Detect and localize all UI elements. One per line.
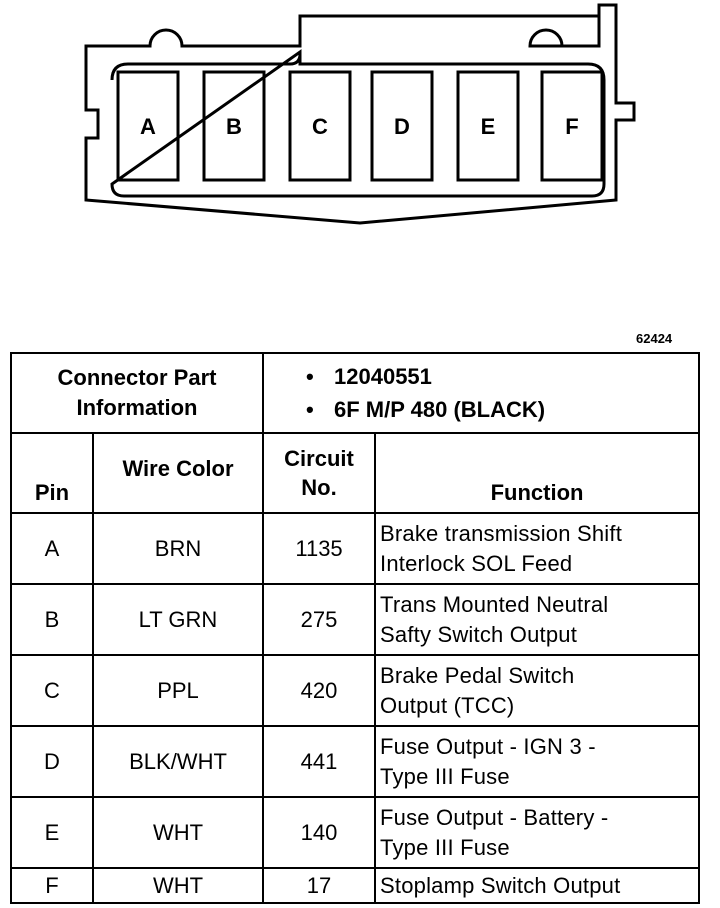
function-cell: Fuse Output - IGN 3 - Type III Fuse	[374, 725, 701, 798]
function-line2: Safty Switch Output	[380, 621, 578, 647]
circuit-cell: 17	[262, 867, 377, 904]
part-number-item: • 12040551	[306, 360, 698, 393]
circuit-cell: 1135	[262, 512, 377, 585]
pin-label-b: B	[226, 114, 242, 139]
pin-cavity-f	[540, 70, 604, 182]
connector-part-label-line2: Information	[76, 395, 198, 420]
wire-color-cell: BRN	[91, 512, 265, 585]
wire-color-cell: BLK/WHT	[91, 725, 265, 798]
part-description: 6F M/P 480 (BLACK)	[334, 397, 546, 422]
pin-cell: A	[10, 512, 94, 585]
wire-color-cell: WHT	[91, 796, 265, 869]
function-line1: Fuse Output - Battery -	[380, 804, 609, 830]
function-line1: Fuse Output - IGN 3 -	[380, 733, 596, 759]
function-line2: Type III Fuse	[380, 834, 510, 860]
connector-part-label-line1: Connector Part	[57, 365, 217, 390]
pin-cavity-e	[456, 70, 520, 182]
part-number: 12040551	[334, 364, 432, 389]
pin-cavity-c	[288, 70, 352, 182]
function-line2: Type III Fuse	[380, 763, 510, 789]
part-description-item: • 6F M/P 480 (BLACK)	[306, 393, 698, 426]
header-circuit-line1: Circuit	[284, 446, 354, 471]
header-pin: Pin	[10, 432, 94, 514]
header-circuit-no: Circuit No.	[262, 432, 377, 514]
function-line1: Trans Mounted Neutral	[380, 591, 609, 617]
function-line1: Brake transmission Shift	[380, 520, 623, 546]
pin-label-c: C	[312, 114, 328, 139]
pin-cell: E	[10, 796, 94, 869]
pin-cavity-a	[116, 70, 180, 182]
pin-cell: D	[10, 725, 94, 798]
wire-color-cell: PPL	[91, 654, 265, 727]
pin-cell: B	[10, 583, 94, 656]
pin-label-a: A	[140, 114, 156, 139]
pin-cell: C	[10, 654, 94, 727]
table-header-row: Pin Wire Color Circuit No. Function	[10, 432, 701, 514]
circuit-cell: 420	[262, 654, 377, 727]
circuit-cell: 275	[262, 583, 377, 656]
connector-housing-outline	[84, 3, 636, 225]
pin-label-d: D	[394, 114, 410, 139]
header-function: Function	[374, 432, 701, 514]
function-cell: Fuse Output - Battery - Type III Fuse	[374, 796, 701, 869]
function-line1: Brake Pedal Switch	[380, 662, 575, 688]
pin-cavity-d	[370, 70, 434, 182]
function-line2: Output (TCC)	[380, 692, 515, 718]
pin-label-f: F	[565, 114, 578, 139]
header-wire-color: Wire Color	[91, 432, 265, 514]
connector-part-values: • 12040551 • 6F M/P 480 (BLACK)	[262, 352, 701, 434]
bullet-icon: •	[306, 397, 314, 422]
figure-number: 62424	[636, 331, 673, 346]
connector-inner-rim	[110, 49, 606, 198]
header-circuit-line2: No.	[301, 475, 337, 500]
connector-pin-table: Connector Part Information • 12040551 • 6F…	[9, 352, 701, 904]
pin-cavity-b	[202, 70, 266, 182]
function-line1: Stoplamp Switch Output	[380, 872, 621, 898]
circuit-cell: 441	[262, 725, 377, 798]
connector-part-info-row: Connector Part Information • 12040551 • 6F…	[9, 352, 701, 434]
bullet-icon: •	[306, 364, 314, 389]
pin-label-e: E	[481, 114, 496, 139]
function-line2: Interlock SOL Feed	[380, 550, 573, 576]
wire-color-cell: WHT	[91, 867, 265, 904]
function-cell: Stoplamp Switch Output	[374, 867, 701, 904]
circuit-cell: 140	[262, 796, 377, 869]
pin-cell: F	[10, 867, 94, 904]
connector-part-label: Connector Part Information	[9, 352, 265, 434]
wire-color-cell: LT GRN	[91, 583, 265, 656]
connector-diagram: A B C D E F	[84, 3, 636, 225]
